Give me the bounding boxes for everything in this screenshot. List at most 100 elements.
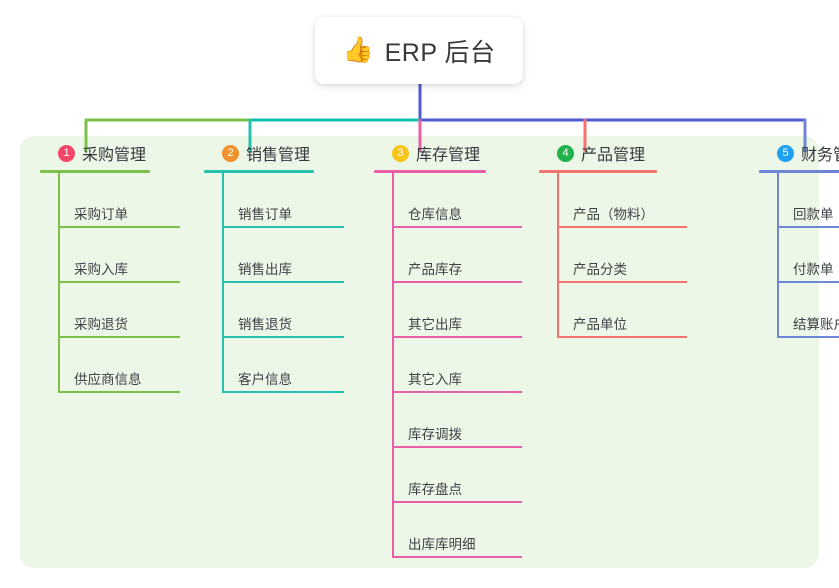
branch-item-underline [557, 336, 687, 338]
branch-item-underline [392, 501, 522, 503]
branch-spine [392, 173, 394, 558]
thumbs-up-icon: 👍 [342, 36, 374, 64]
branch-spine [557, 173, 559, 338]
branch-item-label: 产品分类 [573, 262, 627, 277]
branch-item-underline [392, 446, 522, 448]
branch-title: 产品管理 [581, 147, 646, 164]
branch-item-underline [222, 391, 344, 393]
branch-item-label: 产品库存 [408, 262, 462, 277]
branch-item-underline [392, 281, 522, 283]
branch-number-badge: 2 [222, 144, 239, 162]
branch-item[interactable]: 产品库存 [374, 228, 522, 283]
branch-item[interactable]: 仓库信息 [374, 173, 522, 228]
branch-header-3[interactable]: 3 库存管理 [374, 136, 486, 170]
branch-item-underline [222, 226, 344, 228]
branch-header-1[interactable]: 1 采购管理 [40, 136, 150, 170]
branch-item[interactable]: 供应商信息 [40, 338, 180, 393]
branch-column-4: 4 产品管理产品（物料） 产品分类产品单位 [539, 136, 687, 338]
branch-columns: 1 采购管理采购订单采购入库采购退货供应商信息 2 销售管理销售订单销售出库销售退货客… [0, 136, 839, 568]
branch-items: 产品（物料） 产品分类产品单位 [539, 173, 687, 338]
diagram-panel [20, 136, 819, 568]
branch-item[interactable]: 采购退货 [40, 283, 180, 338]
branch-item[interactable]: 销售出库 [204, 228, 344, 283]
branch-item-label: 库存盘点 [408, 482, 462, 497]
branch-item[interactable]: 采购入库 [40, 228, 180, 283]
branch-spine [58, 173, 60, 393]
page-title: ERP 后台 [384, 38, 496, 67]
branch-underline [539, 170, 657, 173]
branch-item-label: 付款单 [793, 262, 834, 277]
branch-item[interactable]: 销售退货 [204, 283, 344, 338]
branch-column-2: 2 销售管理销售订单销售出库销售退货客户信息 [204, 136, 344, 393]
branch-item-underline [58, 226, 180, 228]
branch-item[interactable]: 库存盘点 [374, 448, 522, 503]
branch-item-underline [777, 336, 839, 338]
branch-title: 销售管理 [246, 147, 311, 164]
branch-title: 财务管理 [801, 147, 839, 164]
branch-number-badge: 5 [777, 144, 794, 162]
branch-item-underline [222, 336, 344, 338]
branch-item-underline [222, 281, 344, 283]
branch-item[interactable]: 付款单 [759, 228, 839, 283]
branch-item-label: 产品（物料） [573, 207, 654, 222]
branch-item[interactable]: 库存调拨 [374, 393, 522, 448]
branch-item[interactable]: 产品分类 [539, 228, 687, 283]
branch-item-label: 库存调拨 [408, 427, 462, 442]
branch-underline [204, 170, 314, 173]
branch-item-underline [392, 391, 522, 393]
branch-item[interactable]: 其它入库 [374, 338, 522, 393]
branch-item-underline [557, 226, 687, 228]
branch-item-label: 销售出库 [238, 262, 292, 277]
branch-item-label: 结算账户 [793, 317, 839, 332]
branch-item[interactable]: 其它出库 [374, 283, 522, 338]
branch-item-label: 客户信息 [238, 372, 292, 387]
branch-item-label: 回款单 [793, 207, 834, 222]
branch-item[interactable]: 客户信息 [204, 338, 344, 393]
branch-item[interactable]: 产品（物料） [539, 173, 687, 228]
branch-item-label: 其它入库 [408, 372, 462, 387]
branch-item-label: 其它出库 [408, 317, 462, 332]
branch-item-underline [58, 281, 180, 283]
branch-item-underline [392, 336, 522, 338]
branch-title: 采购管理 [82, 147, 147, 164]
root-title-card[interactable]: 👍 ERP 后台 [315, 17, 523, 84]
branch-column-3: 3 库存管理仓库信息产品库存其它出库其它入库库存调拨库存盘点出库库明细 [374, 136, 522, 558]
branch-item-underline [777, 281, 839, 283]
branch-item-label: 出库库明细 [408, 537, 476, 552]
branch-header-2[interactable]: 2 销售管理 [204, 136, 314, 170]
branch-item-label: 采购订单 [74, 207, 128, 222]
branch-items: 采购订单采购入库采购退货供应商信息 [40, 173, 180, 393]
branch-underline [40, 170, 150, 173]
branch-item[interactable]: 回款单 [759, 173, 839, 228]
branch-item-label: 采购入库 [74, 262, 128, 277]
branch-header-4[interactable]: 4 产品管理 [539, 136, 657, 170]
branch-column-1: 1 采购管理采购订单采购入库采购退货供应商信息 [40, 136, 180, 393]
branch-spine [222, 173, 224, 393]
branch-spine [777, 173, 779, 338]
branch-header-5[interactable]: 5 财务管理 [759, 136, 839, 170]
branch-item-label: 采购退货 [74, 317, 128, 332]
branch-item-label: 供应商信息 [74, 372, 142, 387]
branch-item-label: 销售退货 [238, 317, 292, 332]
branch-item-underline [58, 336, 180, 338]
branch-item[interactable]: 产品单位 [539, 283, 687, 338]
branch-item[interactable]: 结算账户 [759, 283, 839, 338]
branch-number-badge: 3 [392, 144, 409, 162]
branch-items: 销售订单销售出库销售退货客户信息 [204, 173, 344, 393]
branch-underline [759, 170, 839, 173]
branch-item[interactable]: 出库库明细 [374, 503, 522, 558]
branch-items: 回款单付款单结算账户 [759, 173, 839, 338]
branch-item-underline [392, 556, 522, 558]
branch-item[interactable]: 采购订单 [40, 173, 180, 228]
branch-item-underline [392, 226, 522, 228]
branch-item-underline [58, 391, 180, 393]
branch-item-label: 产品单位 [573, 317, 627, 332]
branch-underline [374, 170, 486, 173]
branch-column-5: 5 财务管理回款单付款单结算账户 [759, 136, 839, 338]
branch-number-badge: 1 [58, 144, 75, 162]
branch-title: 库存管理 [416, 147, 481, 164]
branch-item-label: 销售订单 [238, 207, 292, 222]
branch-number-badge: 4 [557, 144, 574, 162]
branch-item[interactable]: 销售订单 [204, 173, 344, 228]
